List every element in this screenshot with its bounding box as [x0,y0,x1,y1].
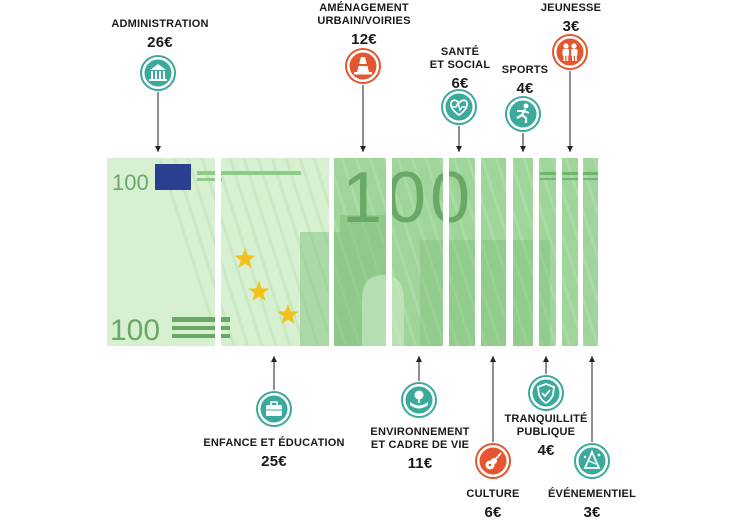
label-administration: ADMINISTRATION 26€ [75,18,245,53]
arrow-amenagement [360,85,366,152]
category-name: URBAIN/VOIRIES [317,15,411,27]
heartbeat-icon [441,89,477,125]
arrow-jeunesse [567,71,573,152]
category-name: TRANQUILLITÉ [504,413,588,425]
label-enfance: ENFANCE ET ÉDUCATION 25€ [189,437,359,472]
category-amount: 12€ [351,31,377,48]
guitar-icon [475,443,511,479]
star-icon [234,248,256,268]
arrow-evenementiel [589,356,595,442]
category-amount: 3€ [583,504,601,521]
star-icon [248,281,270,301]
category-name: SPORTS [501,64,549,76]
arrow-environnement [416,356,422,381]
category-name: ET SOCIAL [429,59,491,71]
category-name: ET CADRE DE VIE [370,439,470,451]
banknote-strips: 100 100 100 [107,158,598,347]
category-name: ENVIRONNEMENT [370,426,470,438]
bottom-denomination: 100 [110,314,160,347]
arrow-sports [520,133,526,152]
category-name: ÉVÉNEMENTIEL [548,488,636,500]
category-amount: 26€ [147,34,173,51]
arrow-culture [490,356,496,442]
category-name: ENFANCE ET ÉDUCATION [203,437,345,449]
category-amount: 4€ [537,442,555,459]
category-name: AMÉNAGEMENT [319,2,409,14]
category-amount: 6€ [451,75,469,92]
bank-icon [140,55,176,91]
young-people-icon [552,34,588,70]
eu-flag [155,164,191,190]
category-amount: 25€ [261,453,287,470]
category-name: ADMINISTRATION [111,18,209,30]
category-amount: 3€ [562,18,580,35]
star-icon [277,304,299,324]
top-denomination: 100 [112,170,149,195]
briefcase-icon [256,391,292,427]
arrow-sante [456,126,462,152]
category-name: CULTURE [466,488,520,500]
party-hat-icon [574,443,610,479]
big-denomination: 100 [342,158,474,238]
shield-check-icon [528,375,564,411]
category-amount: 11€ [407,455,433,472]
runner-icon [505,96,541,132]
arrow-tranquillite [543,356,549,374]
category-amount: 6€ [484,504,502,521]
category-amount: 4€ [516,80,534,97]
label-culture: CULTURE 6€ [408,488,578,523]
label-evenementiel: ÉVÉNEMENTIEL 3€ [507,488,677,523]
category-name: JEUNESSE [540,2,602,14]
label-sports: SPORTS 4€ [440,64,610,99]
tree-in-hand-icon [401,382,437,418]
arrow-enfance [271,356,277,390]
label-jeunesse: JEUNESSE 3€ [486,2,656,37]
category-name: SANTÉ [440,46,480,58]
arrow-administration [155,92,161,152]
category-name: PUBLIQUE [516,426,576,438]
traffic-cone-icon [345,48,381,84]
